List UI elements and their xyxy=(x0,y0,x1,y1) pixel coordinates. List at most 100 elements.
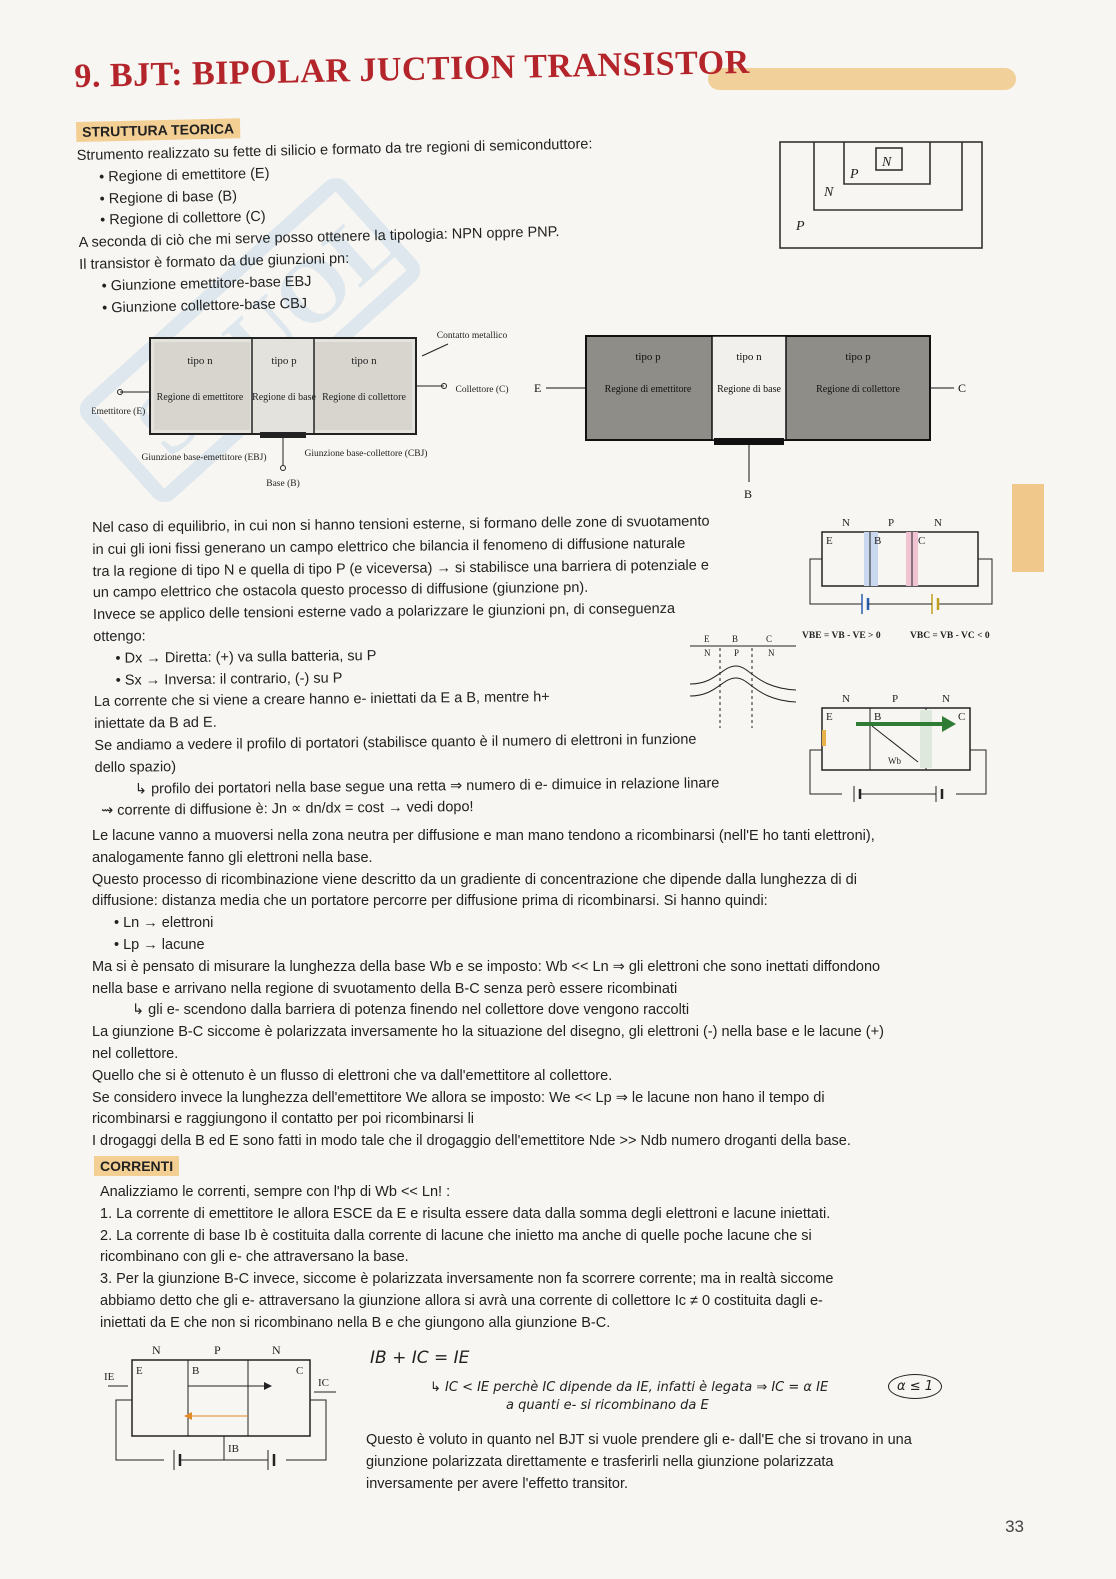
currents-ic-label: IC xyxy=(318,1377,329,1389)
title-underline-bar xyxy=(708,68,1016,90)
diffusione-line: Se considero invece la lunghezza dell'em… xyxy=(92,1089,825,1106)
flow-inner-label: C xyxy=(958,711,965,723)
fig2-collector-label: C xyxy=(958,381,966,395)
region-name: Regione di emettitore xyxy=(605,384,692,395)
diffusione-line: • Ln → elettroni xyxy=(114,915,214,932)
page-title: 9. BJT: BIPOLAR JUCTION TRANSISTOR xyxy=(74,43,751,95)
region-type: tipo p xyxy=(845,351,871,363)
diffusione-line: ricombinarsi e raggiungono il contatto p… xyxy=(92,1111,475,1128)
flow-top-label: N xyxy=(842,693,850,705)
fig1-contact-label: Contatto metallico xyxy=(437,331,508,341)
correnti-line: 2. La corrente di base Ib è costituita d… xyxy=(100,1227,812,1244)
currents-top-label: N xyxy=(272,1343,281,1357)
diffusione-line: • Lp → lacune xyxy=(114,936,205,953)
section-tag-struttura: STRUTTURA TEORICA xyxy=(75,118,241,142)
bias-sketch: N P N E B C VBE = VB - VE > 0 VBC = VB -… xyxy=(802,517,993,641)
diffusione-line: Ma si è pensato di misurare la lunghezza… xyxy=(92,958,881,975)
flow-wb-label: Wb xyxy=(888,756,901,766)
correnti-line: ricombinano con gli e- che attraversano … xyxy=(100,1249,409,1266)
bias-top-label: N xyxy=(934,517,942,529)
band-top-label: E xyxy=(704,634,710,644)
electron-flow-sketch: N P N E B C Wb xyxy=(809,693,987,802)
region-type: tipo p xyxy=(635,351,661,363)
diffusione-line: diffusione: distanza media che un portat… xyxy=(92,893,768,910)
diffusione-line: ↳ gli e- scendono dalla barriera di pote… xyxy=(132,1002,690,1019)
region-name: Regione di base xyxy=(717,384,781,395)
current-note-1: ↳ IC < IE perchè IC dipende da IE, infat… xyxy=(430,1380,829,1395)
bias-inner-label: C xyxy=(918,535,925,547)
flow-top-label: P xyxy=(892,693,898,705)
diffusione-line: Questo processo di ricombinazione viene … xyxy=(92,871,857,888)
side-tab-marker xyxy=(1012,484,1044,572)
npn-structure-sketch: P N P N xyxy=(779,141,983,249)
region-name: Regione di collettore xyxy=(322,392,406,403)
region-type: tipo p xyxy=(271,355,297,367)
current-equation: IB + IC = IE xyxy=(370,1348,470,1368)
flow-inner-label: B xyxy=(874,711,881,723)
closing-line: giunzione polarizzata direttamente e tra… xyxy=(366,1453,834,1470)
flow-inner-label: E xyxy=(826,711,833,723)
flow-top-label: N xyxy=(942,693,950,705)
bias-top-label: P xyxy=(888,517,894,529)
region-name: Regione di base xyxy=(252,392,316,403)
region-type: tipo n xyxy=(351,355,377,367)
section-struttura: STRUTTURA TEORICA Strumento realizzato s… xyxy=(75,112,596,320)
section-correnti: CORRENTI Analizziamo le correnti, sempre… xyxy=(94,1156,994,1335)
band-type-label: N xyxy=(768,648,775,658)
fig1-emitter-label: Emettitore (E) xyxy=(92,406,145,417)
diffusione-line: nel collettore. xyxy=(92,1045,179,1062)
correnti-line: Analizziamo le correnti, sempre con l'hp… xyxy=(100,1184,451,1200)
currents-ie-label: IE xyxy=(104,1371,115,1383)
region-name: Regione di emettitore xyxy=(157,392,244,403)
alpha-circle: α ≤ 1 xyxy=(888,1374,942,1399)
band-diagram-sketch: E B C N P N xyxy=(689,634,797,728)
correnti-line: 3. Per la giunzione B-C invece, siccome … xyxy=(100,1271,834,1288)
sketch-label: N xyxy=(823,185,834,200)
fig2-base-label: B xyxy=(744,487,752,501)
fig1-ebj-label: Giunzione base-emettitore (EBJ) xyxy=(141,452,266,463)
currents-sketch: N P N E B C IE IC IB xyxy=(104,1343,336,1470)
band-top-label: C xyxy=(766,634,772,644)
band-top-label: B xyxy=(732,634,738,644)
diffusione-line: Quello che si è ottenuto è un flusso di … xyxy=(92,1067,613,1084)
fig1-collector-label: Collettore (C) xyxy=(455,384,508,395)
npn-region-figure: tipo n tipo p tipo n Regione di emettito… xyxy=(92,331,509,489)
correnti-line: iniettati da E che non si ricombinano ne… xyxy=(100,1314,611,1331)
bias-formula-left: VBE = VB - VE > 0 xyxy=(802,631,881,641)
correnti-closing: Questo è voluto in quanto nel BJT si vuo… xyxy=(366,1430,986,1495)
diffusione-line: nella base e arrivano nella regione di s… xyxy=(92,980,678,997)
region-type: tipo n xyxy=(187,355,213,367)
section-diffusione: Le lacune vanno a muoversi nella zona ne… xyxy=(92,826,992,1153)
closing-line: Questo è voluto in quanto nel BJT si vuo… xyxy=(366,1432,912,1448)
currents-inner-label: E xyxy=(136,1365,143,1377)
bias-formula-right: VBC = VB - VC < 0 xyxy=(910,631,990,641)
sketch-label: N xyxy=(881,155,892,170)
band-type-label: P xyxy=(734,648,739,658)
bias-inner-label: B xyxy=(874,535,881,547)
current-note-2: a quanti e- si ricombinano da E xyxy=(506,1398,709,1413)
page-number: 33 xyxy=(1005,1517,1024,1536)
currents-inner-label: C xyxy=(296,1365,303,1377)
region-name: Regione di collettore xyxy=(816,384,900,395)
closing-line: inversamente per avere l'effetto transit… xyxy=(366,1475,629,1492)
correnti-line: 1. La corrente di emettitore Ie allora E… xyxy=(100,1205,831,1222)
sketch-label: P xyxy=(795,219,805,234)
currents-top-label: N xyxy=(152,1343,161,1357)
fig1-cbj-label: Giunzione base-collettore (CBJ) xyxy=(305,448,428,459)
bias-inner-label: E xyxy=(826,535,833,547)
currents-inner-label: B xyxy=(192,1365,199,1377)
region-type: tipo n xyxy=(736,351,762,363)
section-tag-correnti: CORRENTI xyxy=(94,1156,180,1176)
diffusione-line: La giunzione B-C siccome è polarizzata i… xyxy=(92,1024,884,1041)
currents-ib-label: IB xyxy=(228,1443,239,1455)
fig1-base-label: Base (B) xyxy=(266,478,300,489)
fig2-emitter-label: E xyxy=(534,381,541,395)
pnp-region-figure: tipo p tipo n tipo p Regione di emettito… xyxy=(534,335,966,501)
band-type-label: N xyxy=(704,648,711,658)
diffusione-line: Le lacune vanno a muoversi nella zona ne… xyxy=(92,828,875,844)
diffusione-line: analogamente fanno gli elettroni nella b… xyxy=(92,849,373,866)
sketch-label: P xyxy=(849,167,859,182)
correnti-line: abbiamo detto che gli e- attraversano la… xyxy=(100,1292,823,1309)
diffusione-line: I drogaggi della B ed E sono fatti in mo… xyxy=(92,1133,851,1150)
currents-top-label: P xyxy=(214,1343,221,1357)
